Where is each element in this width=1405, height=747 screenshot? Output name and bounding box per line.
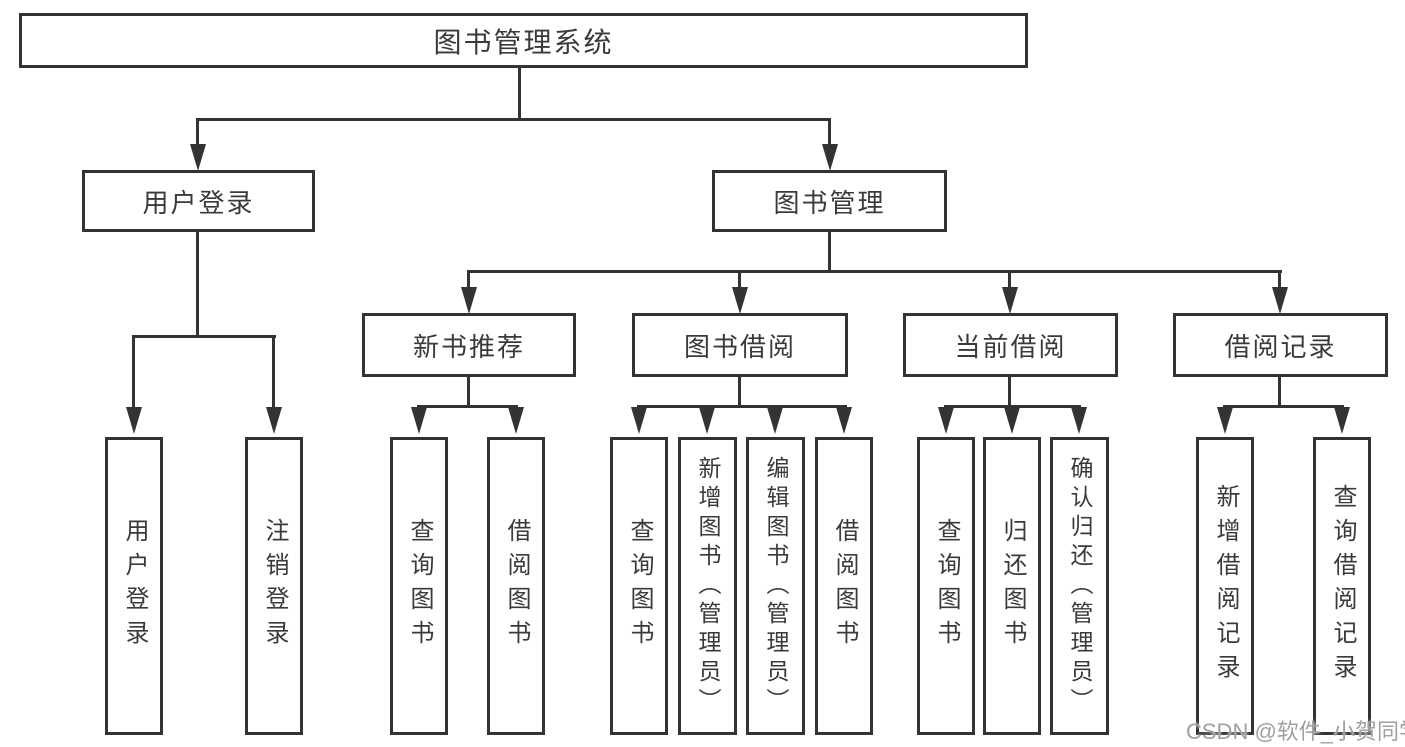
- leaf-cb-query-books: 查询图书: [917, 437, 975, 735]
- connector-drop-new-book: [467, 270, 470, 289]
- connector-drop-leaf-logout: [272, 335, 275, 409]
- node-new-book-recommendation: 新书推荐: [362, 313, 576, 377]
- leaf-logout: 注销登录: [245, 437, 303, 735]
- connector-new-book-stem: [467, 377, 470, 408]
- connector-drop-borrowing-records: [1278, 270, 1281, 289]
- node-library-management-system: 图书管理系统: [19, 13, 1028, 68]
- leaf-bb-query-books: 查询图书: [610, 437, 668, 735]
- arrow-down-icon: [1334, 407, 1350, 434]
- connector-book-borrowing-bus: [637, 405, 847, 408]
- connector-borrowing-records-bus: [1223, 405, 1344, 408]
- arrow-down-icon: [126, 407, 142, 434]
- node-book-management: 图书管理: [712, 170, 947, 232]
- connector-level2-bus: [467, 270, 1282, 273]
- arrow-down-icon: [266, 407, 282, 434]
- leaf-bb-add-books-admin: 新增图书（管理员）: [678, 437, 737, 735]
- connector-drop-user-login: [196, 118, 199, 146]
- connector-drop-book-borrowing: [738, 270, 741, 289]
- arrow-down-icon: [461, 287, 477, 314]
- connector-borrowing-records-stem: [1278, 377, 1281, 408]
- connector-drop-book-management: [828, 118, 831, 146]
- leaf-cb-confirm-return-admin: 确认归还（管理员）: [1050, 437, 1109, 735]
- leaf-bb-borrow-books: 借阅图书: [815, 437, 873, 735]
- leaf-br-add-record: 新增借阅记录: [1196, 437, 1254, 735]
- arrow-down-icon: [1071, 407, 1087, 434]
- leaf-user-login: 用户登录: [105, 437, 163, 735]
- arrow-down-icon: [1272, 287, 1288, 314]
- arrow-down-icon: [732, 287, 748, 314]
- arrow-down-icon: [508, 407, 524, 434]
- connector-current-borrowing-bus: [944, 405, 1081, 408]
- arrow-down-icon: [631, 407, 647, 434]
- connector-user-login-stem: [196, 232, 199, 337]
- connector-new-book-bus: [417, 405, 518, 408]
- arrow-down-icon: [1004, 407, 1020, 434]
- arrow-down-icon: [411, 407, 427, 434]
- leaf-nbr-query-books: 查询图书: [390, 437, 448, 735]
- connector-drop-current-borrowing: [1008, 270, 1011, 289]
- connector-book-management-stem: [828, 232, 831, 273]
- arrow-down-icon: [699, 407, 715, 434]
- connector-current-borrowing-stem: [1008, 377, 1011, 408]
- leaf-cb-return-books: 归还图书: [983, 437, 1041, 735]
- connector-root-stem: [518, 68, 521, 120]
- node-borrowing-records: 借阅记录: [1173, 313, 1388, 377]
- leaf-bb-edit-books-admin: 编辑图书（管理员）: [746, 437, 805, 735]
- arrow-down-icon: [822, 144, 838, 171]
- connector-level1-bus: [196, 118, 831, 121]
- node-current-borrowing: 当前借阅: [903, 313, 1118, 377]
- csdn-watermark: CSDN @软件_小贺同学: [1186, 719, 1405, 744]
- connector-drop-leaf-user-login: [132, 335, 135, 409]
- node-book-borrowing: 图书借阅: [632, 313, 848, 377]
- leaf-nbr-borrow-books: 借阅图书: [487, 437, 545, 735]
- leaf-br-query-record: 查询借阅记录: [1313, 437, 1371, 735]
- connector-book-borrowing-stem: [738, 377, 741, 408]
- arrow-down-icon: [1217, 407, 1233, 434]
- arrow-down-icon: [938, 407, 954, 434]
- node-user-login: 用户登录: [82, 170, 315, 232]
- arrow-down-icon: [767, 407, 783, 434]
- arrow-down-icon: [1002, 287, 1018, 314]
- connector-user-login-bus: [132, 335, 276, 338]
- arrow-down-icon: [190, 144, 206, 171]
- arrow-down-icon: [836, 407, 852, 434]
